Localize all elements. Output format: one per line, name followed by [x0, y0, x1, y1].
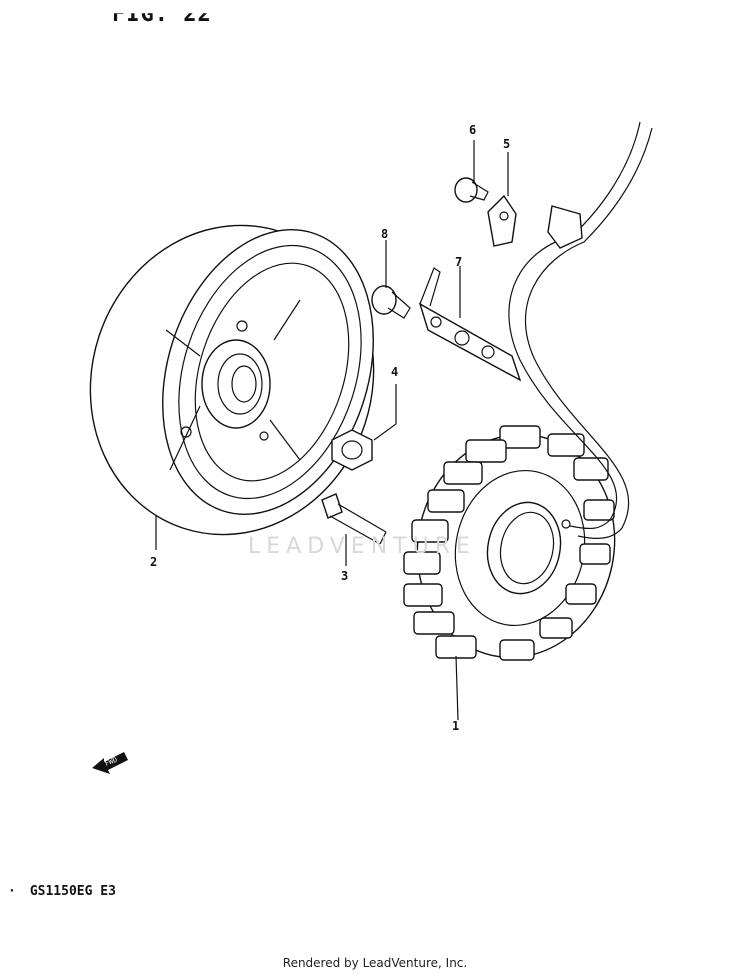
callout-6: 6: [469, 123, 476, 137]
wire-harness: [508, 121, 653, 539]
model-code-text: GS1150EG E3: [29, 884, 116, 899]
plate-7: [418, 267, 522, 382]
clamp-5: [487, 194, 517, 247]
nut-4: [331, 429, 373, 471]
callout-4: 4: [391, 365, 398, 379]
footer-credit: Rendered by LeadVenture, Inc.: [282, 956, 468, 970]
fwd-arrow-icon: FWD: [92, 752, 128, 774]
callout-8: 8: [381, 227, 388, 241]
callout-3: 3: [341, 569, 348, 583]
callout-7: 7: [455, 255, 462, 269]
screw-6: [454, 177, 489, 203]
model-code: ·GS1150EG E3: [8, 884, 116, 899]
leader-lines: [155, 140, 509, 721]
figure-label: FIG. 22: [112, 2, 212, 27]
watermark: LEADVENTURE: [248, 534, 476, 559]
callout-1: 1: [452, 719, 459, 733]
callout-2: 2: [150, 555, 157, 569]
callout-5: 5: [503, 137, 510, 151]
bolt-3: [321, 493, 387, 545]
rotor-part: [89, 224, 375, 536]
screw-8: [371, 285, 411, 319]
stator-part: [403, 425, 616, 661]
